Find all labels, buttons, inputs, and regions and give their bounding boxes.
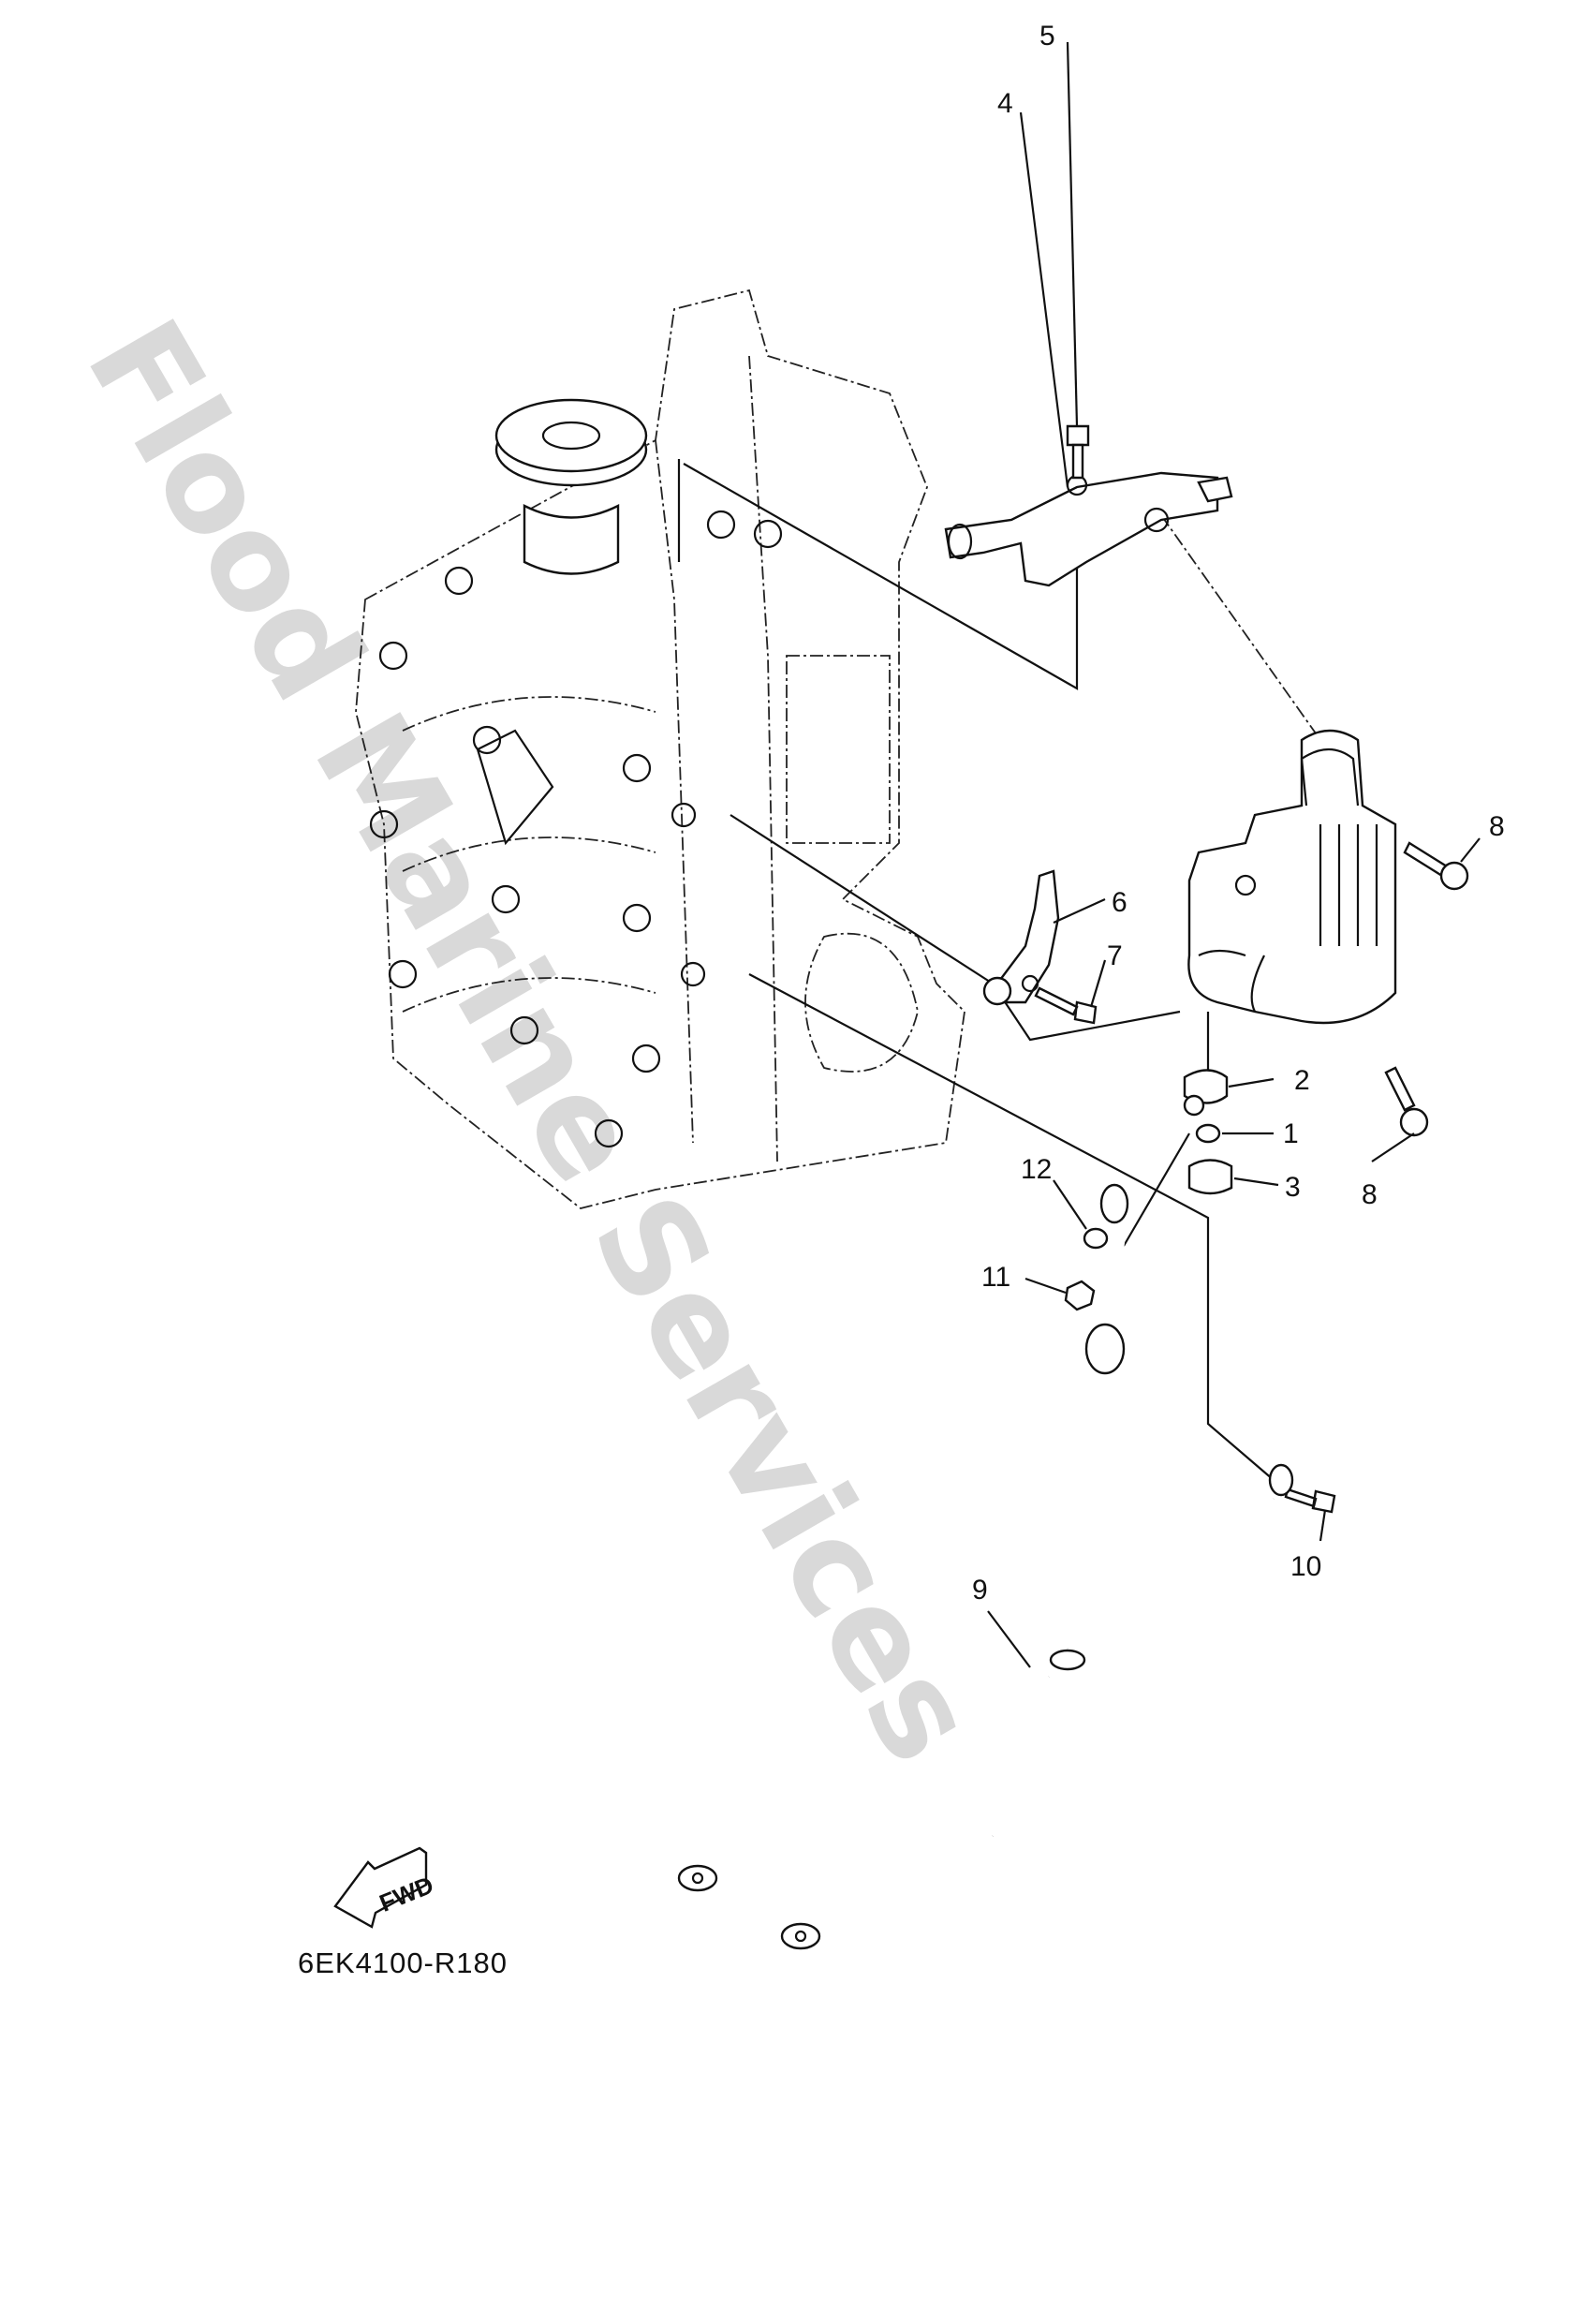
part-4-bracket: [944, 471, 1233, 587]
callout-1: 1: [1283, 1118, 1299, 1149]
part-12-washer: [1083, 1227, 1109, 1250]
callout-4: 4: [997, 88, 1013, 119]
part-1-washer: [1195, 1123, 1221, 1144]
callout-3: 3: [1285, 1172, 1301, 1203]
part-6-stay: [982, 869, 1060, 1006]
callout-8-top: 8: [1489, 811, 1505, 842]
callout-10: 10: [1290, 1551, 1321, 1582]
part-5-bolt: [1066, 424, 1090, 480]
part-2-terminal: [1183, 1069, 1229, 1117]
callout-5: 5: [1039, 21, 1055, 52]
part-9-battery-cable: [677, 1183, 1294, 1950]
part-11-nut: [1064, 1280, 1096, 1311]
callout-8-bottom: 8: [1362, 1179, 1378, 1210]
starter-motor: [1187, 729, 1397, 1025]
callout-leaders: [987, 41, 1481, 1668]
callout-9: 9: [972, 1575, 988, 1606]
callout-2: 2: [1294, 1065, 1310, 1096]
engine-block: [355, 289, 965, 1209]
diagram-code: 6EK4100-R180: [298, 1947, 508, 1979]
part-3-cap: [1187, 1159, 1233, 1195]
callout-6: 6: [1112, 887, 1127, 918]
part-8-bolts: [1384, 841, 1469, 1137]
part-10-bolt: [1284, 1488, 1336, 1514]
callout-7: 7: [1107, 940, 1123, 971]
callout-12: 12: [1021, 1154, 1052, 1185]
part-7-bolt: [1034, 986, 1098, 1025]
fwd-arrow-icon: FWD: [333, 1846, 437, 1929]
callout-11: 11: [981, 1262, 1010, 1293]
